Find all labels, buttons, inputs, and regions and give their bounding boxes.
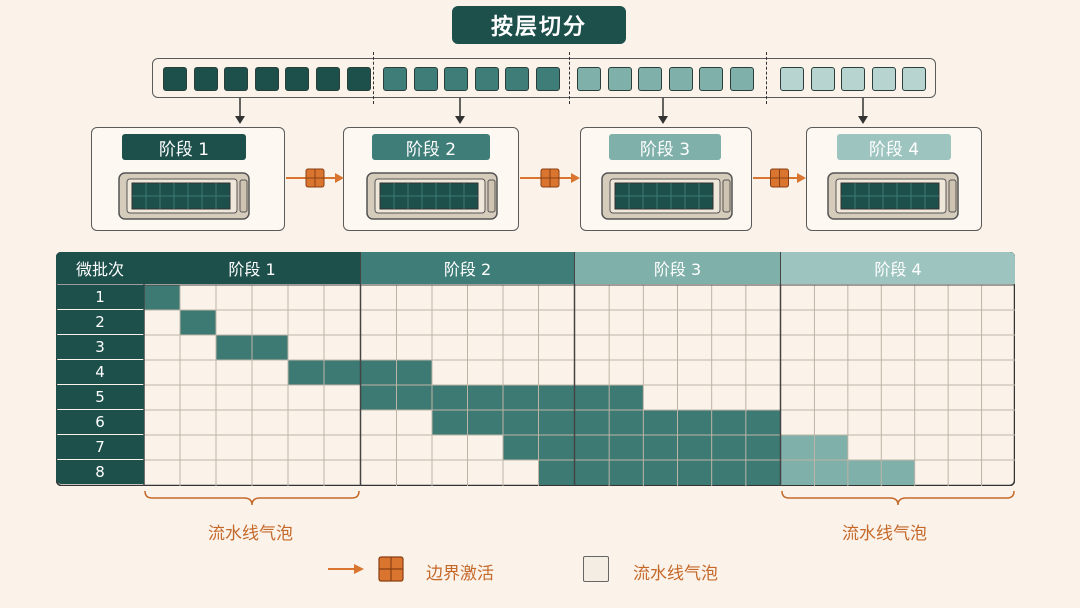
row-label: 3 [56, 335, 144, 359]
layer-bar [152, 58, 936, 98]
layer-block [505, 67, 530, 91]
layer-block [413, 67, 438, 91]
row-label: 6 [56, 410, 144, 434]
table-header-stage-2: 阶段 2 [361, 252, 574, 284]
layer-block [474, 67, 499, 91]
legend-bubble-label: 流水线气泡 [633, 564, 718, 584]
bubble-brace-left [144, 490, 360, 506]
row-label: 1 [56, 285, 144, 309]
arrow-down-icon [858, 98, 868, 124]
table-header-stage-4: 阶段 4 [781, 252, 1015, 284]
table-header-stage-3: 阶段 3 [575, 252, 780, 284]
layer-block [810, 67, 835, 91]
bubble-label-right: 流水线气泡 [842, 524, 927, 544]
stage-label: 阶段 2 [372, 134, 490, 160]
stage-label: 阶段 1 [122, 134, 246, 160]
stage-box-2: 阶段 2 [343, 127, 519, 231]
row-label: 7 [56, 435, 144, 459]
gpu-icon [601, 172, 733, 220]
gpu-icon [118, 172, 250, 220]
arrow-down-icon [235, 98, 245, 124]
row-label: 5 [56, 385, 144, 409]
layer-block [316, 67, 340, 91]
layer-block [285, 67, 310, 91]
table-header-stage-1: 阶段 1 [144, 252, 360, 284]
partition-divider-1 [373, 52, 374, 104]
layer-block [254, 67, 279, 91]
gpu-icon [827, 172, 959, 220]
boundary-activation-icon [286, 168, 344, 188]
layer-block [730, 67, 754, 91]
stage-box-3: 阶段 3 [580, 127, 752, 231]
layer-block [699, 67, 724, 91]
layer-block [193, 67, 218, 91]
table-header-microbatch: 微批次 [56, 252, 144, 284]
stage-label: 阶段 3 [609, 134, 721, 160]
diagram-title: 按层切分 [452, 6, 626, 44]
bubble-brace-right [781, 490, 1015, 506]
layer-block [841, 67, 866, 91]
row-label: 8 [56, 460, 144, 484]
row-label: 4 [56, 360, 144, 384]
layer-block [902, 67, 927, 91]
arrow-down-icon [455, 98, 465, 124]
layer-block [383, 67, 407, 91]
layer-block [780, 67, 804, 91]
stage-box-1: 阶段 1 [91, 127, 285, 231]
layer-block [346, 67, 371, 91]
schedule-grid [56, 252, 1015, 486]
bubble-label-left: 流水线气泡 [208, 524, 293, 544]
layer-block [607, 67, 632, 91]
legend-bubble-swatch [583, 556, 609, 582]
stage-box-4: 阶段 4 [806, 127, 982, 231]
layer-block [638, 67, 663, 91]
arrow-right-icon [328, 564, 364, 574]
layer-block [871, 67, 896, 91]
arrow-down-icon [658, 98, 668, 124]
gpu-icon [366, 172, 498, 220]
layer-block [163, 67, 187, 91]
pipeline-schedule-table: 微批次 阶段 1 阶段 2 阶段 3 阶段 4 1 2 3 4 5 6 7 8 [56, 252, 1015, 486]
layer-block [577, 67, 601, 91]
layer-block [444, 67, 469, 91]
partition-divider-2 [569, 52, 570, 104]
boundary-activation-icon [520, 168, 580, 188]
boundary-activation-icon [753, 168, 806, 188]
legend-boundary-label: 边界激活 [426, 564, 494, 584]
layer-block [536, 67, 560, 91]
layer-block [224, 67, 249, 91]
row-label: 2 [56, 310, 144, 334]
stage-label: 阶段 4 [837, 134, 951, 160]
partition-divider-3 [766, 52, 767, 104]
layer-block [668, 67, 693, 91]
boundary-activation-icon [378, 556, 404, 582]
